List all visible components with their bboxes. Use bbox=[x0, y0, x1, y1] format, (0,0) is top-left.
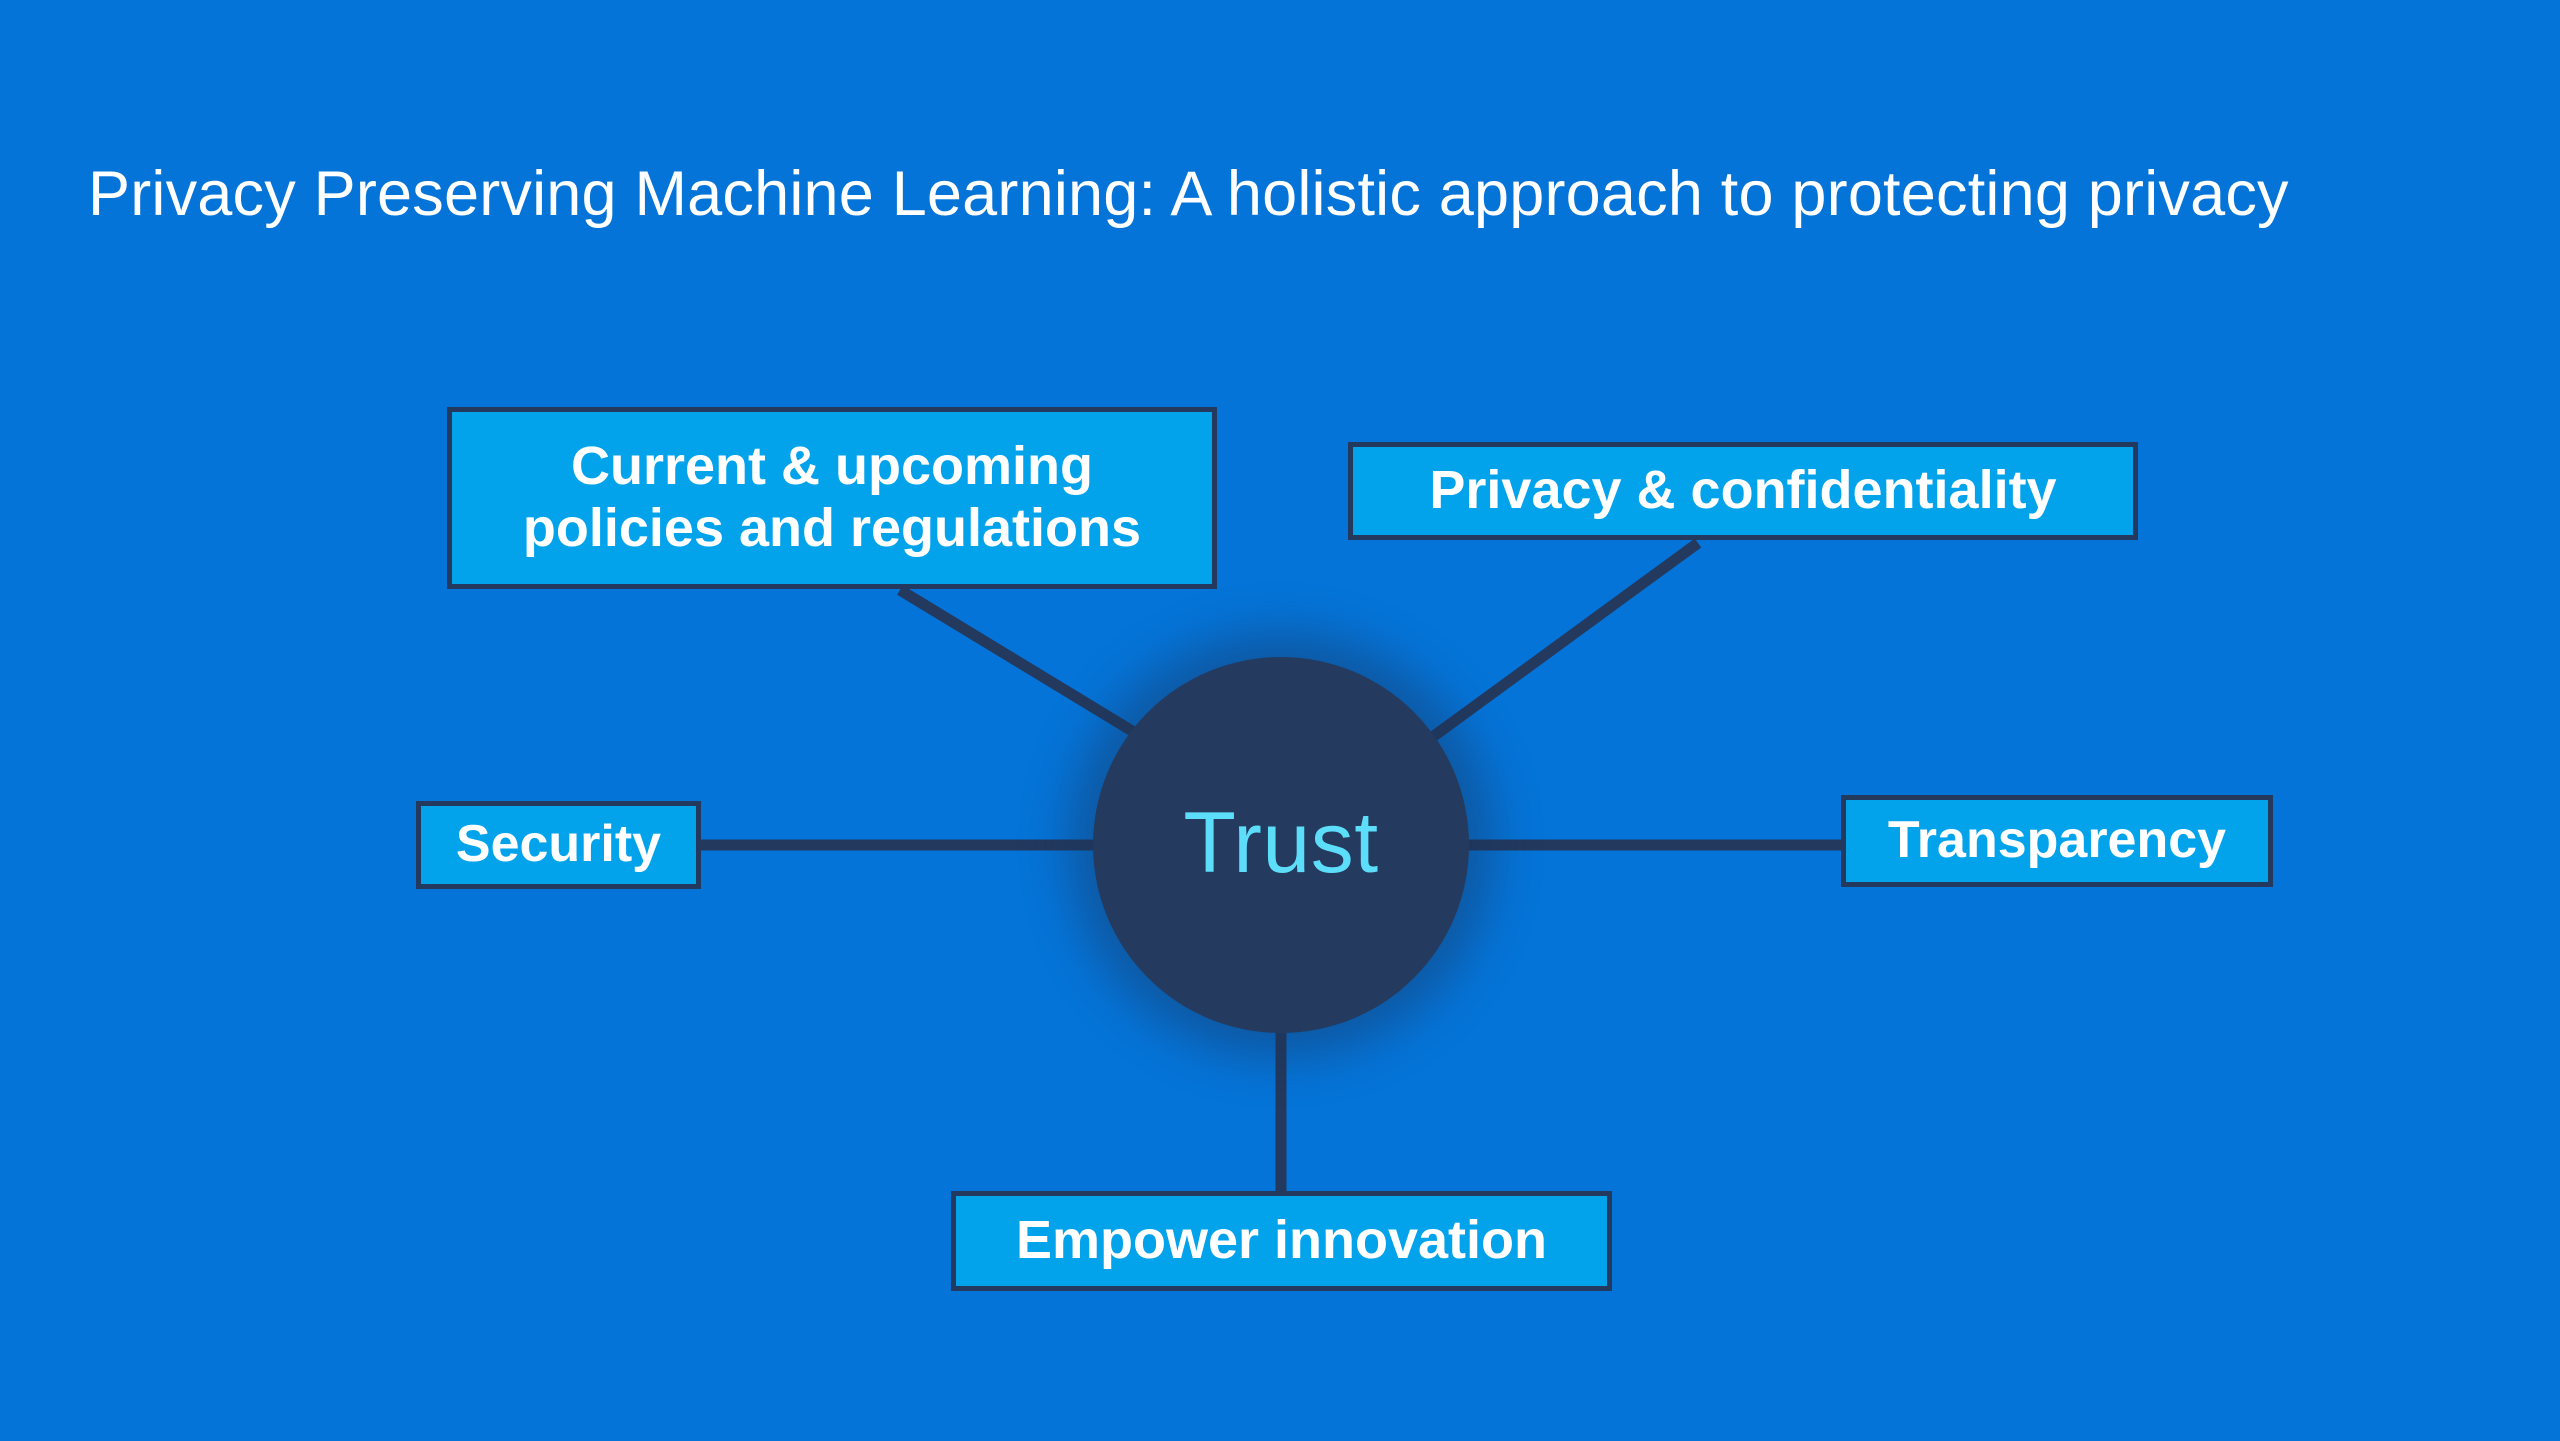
page-title: Privacy Preserving Machine Learning: A h… bbox=[88, 159, 2289, 229]
node-empower-innovation[interactable]: Empower innovation bbox=[951, 1191, 1612, 1291]
node-security[interactable]: Security bbox=[416, 801, 701, 889]
node-current-upcoming-policies[interactable]: Current & upcoming policies and regulati… bbox=[447, 407, 1217, 589]
trust-hub-circle[interactable]: Trust bbox=[1093, 657, 1469, 1033]
trust-hub-label: Trust bbox=[1183, 795, 1379, 891]
connector-privacy-to-hub bbox=[1408, 538, 1702, 757]
node-privacy-confidentiality[interactable]: Privacy & confidentiality bbox=[1348, 442, 2138, 540]
node-transparency[interactable]: Transparency bbox=[1841, 795, 2273, 887]
